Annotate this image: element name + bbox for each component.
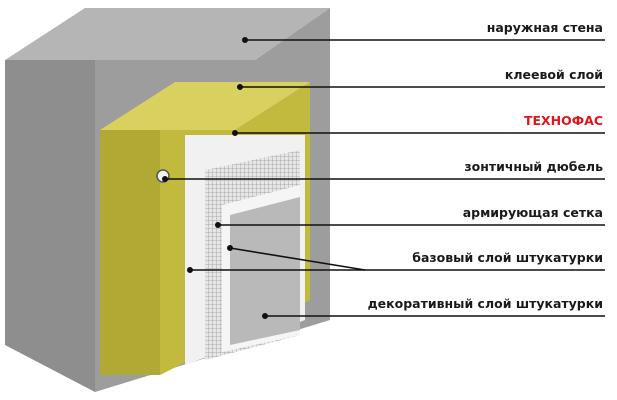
label-outer-wall: наружная стена (486, 20, 603, 35)
label-reinforcing-mesh: армирующая сетка (462, 205, 603, 220)
insulation-left-face (100, 130, 160, 375)
label-technofas: ТЕХНОФАС (523, 113, 603, 128)
wall-left-face (5, 60, 95, 392)
label-adhesive-layer: клеевой слой (504, 67, 603, 82)
label-base-plaster: базовый слой штукатурки (412, 250, 603, 265)
decorative-plaster-layer (230, 197, 300, 345)
label-decorative-plaster: декоративный слой штукатурки (367, 296, 603, 311)
wall-top-face (5, 8, 330, 60)
insulation-top-face (100, 82, 310, 130)
label-umbrella-dowel: зонтичный дюбель (464, 159, 603, 174)
